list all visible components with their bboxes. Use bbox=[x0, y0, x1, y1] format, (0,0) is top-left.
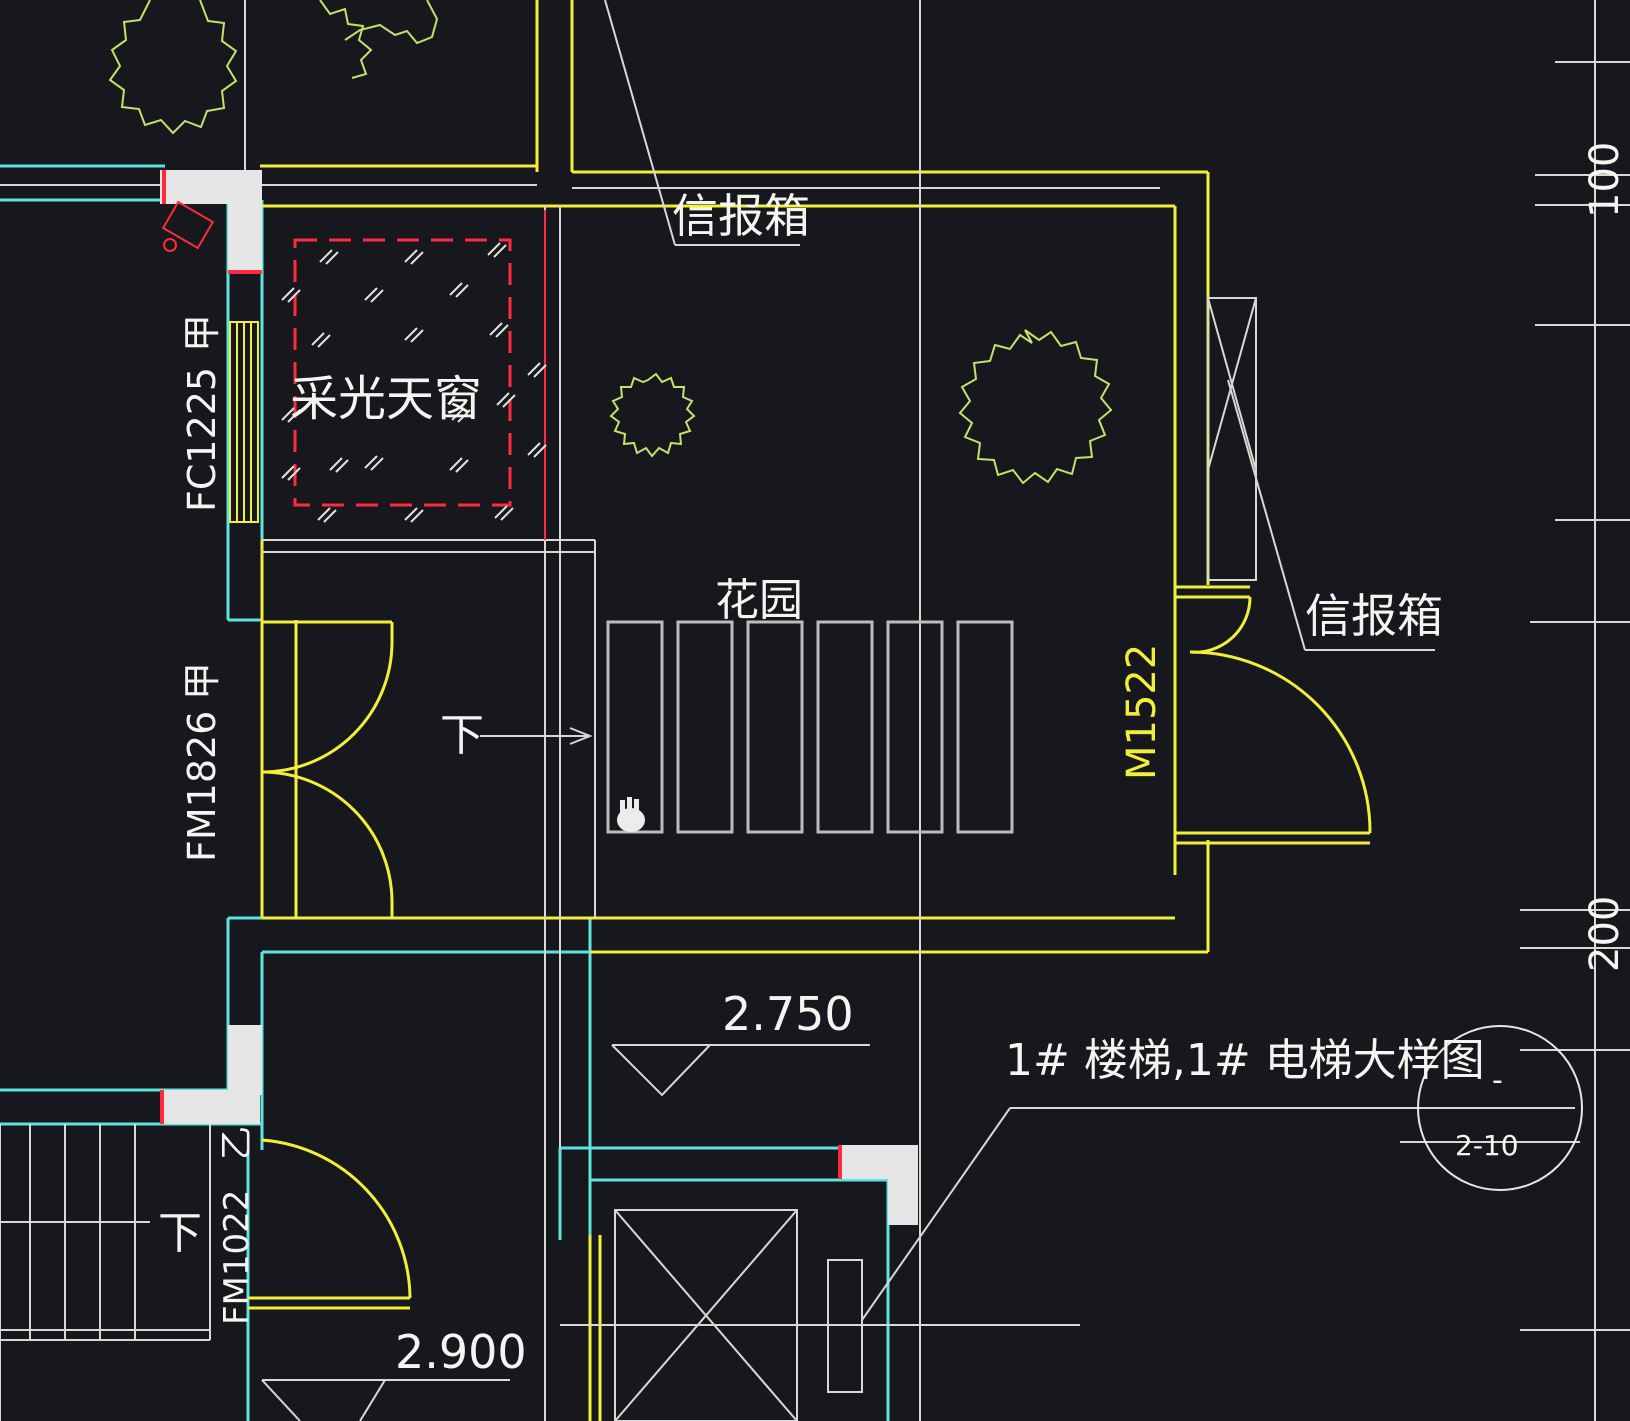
structural-columns bbox=[160, 170, 918, 1225]
door-fm1826-swing-lower bbox=[261, 770, 394, 903]
skylight-label: 采光天窗 bbox=[290, 371, 482, 427]
mailbox-label-right: 信报箱 bbox=[1305, 589, 1443, 643]
tree-top-left-branch bbox=[344, 0, 439, 45]
door-m1522-swing-small bbox=[1189, 596, 1252, 654]
tree-small bbox=[609, 372, 696, 458]
tree-symbols bbox=[108, 0, 1113, 485]
garden-label: 花园 bbox=[715, 575, 803, 626]
tree-top-center bbox=[319, 0, 373, 79]
mailbox-label-top: 信报箱 bbox=[672, 189, 810, 243]
skylight-outline bbox=[293, 210, 546, 540]
cyan-walls bbox=[0, 164, 890, 1421]
tree-large bbox=[958, 329, 1113, 485]
window-fc1225-class: 甲 bbox=[180, 314, 224, 352]
dimension-100: 100 bbox=[1582, 142, 1628, 218]
detail-title: 1# 楼梯,1# 电梯大样图 bbox=[1005, 1035, 1485, 1086]
down-label-upper: 下 bbox=[440, 710, 484, 761]
garden-beds bbox=[606, 620, 1014, 834]
elevation-lower: 2.900 bbox=[395, 1325, 527, 1379]
door-fm1022-label: FM1022 bbox=[217, 1190, 257, 1325]
elevation-upper: 2.750 bbox=[722, 987, 854, 1041]
hand-icon bbox=[617, 797, 645, 832]
detail-ref-bottom: 2-10 bbox=[1455, 1129, 1519, 1162]
skylight-hatch bbox=[281, 242, 547, 523]
detail-ref-top: - bbox=[1492, 1063, 1503, 1098]
tree-top-left bbox=[108, 0, 238, 135]
fire-hydrant-icon bbox=[161, 200, 215, 252]
down-label-lower: 下 bbox=[158, 1208, 202, 1259]
door-m1522-swing-large bbox=[1189, 650, 1372, 834]
elevator-shaft bbox=[588, 1235, 602, 1421]
door-fm1826-swing-upper bbox=[261, 641, 394, 774]
dimension-200: 200 bbox=[1582, 896, 1628, 972]
window-fc1225-label: FC1225 bbox=[180, 367, 224, 512]
door-swings bbox=[261, 596, 1372, 1299]
door-fm1022-swing bbox=[261, 1138, 412, 1299]
door-fm1022-class: 乙 bbox=[217, 1126, 257, 1160]
window-fc1225 bbox=[229, 321, 259, 523]
detail-callout bbox=[1417, 1025, 1583, 1191]
door-fm1826-label: FM1826 bbox=[180, 711, 224, 862]
door-fm1826-class: 甲 bbox=[180, 662, 224, 700]
column-accents bbox=[160, 170, 842, 1179]
door-m1522-label: M1522 bbox=[1119, 644, 1165, 780]
